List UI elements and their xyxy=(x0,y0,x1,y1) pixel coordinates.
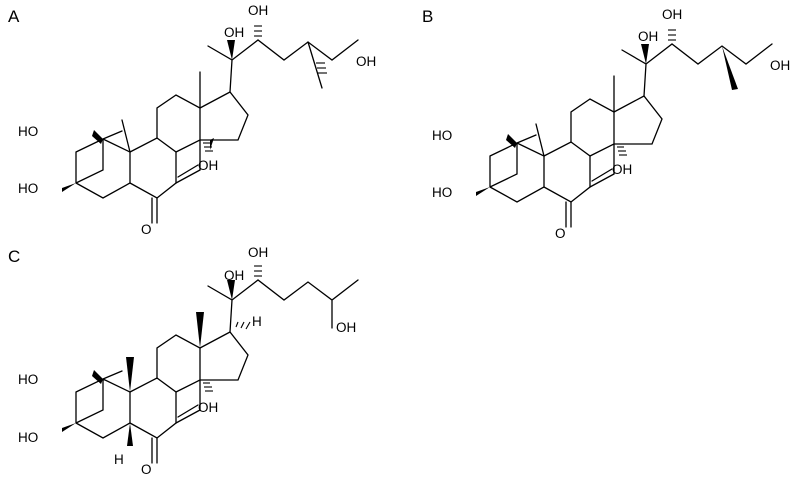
hash-bond-17 xyxy=(235,321,251,330)
atom-label-o: O xyxy=(555,226,566,241)
atom-label-oh: OH xyxy=(356,54,376,69)
wedge-bond-methyl-10 xyxy=(126,357,134,392)
hash-bond-25 xyxy=(316,62,327,74)
wedge-bond-25 xyxy=(722,46,738,90)
hash-bond-22 xyxy=(668,29,676,41)
atom-label-oh: OH xyxy=(662,7,682,22)
atom-label-oh: OH xyxy=(198,158,218,173)
atom-label-ho: HO xyxy=(432,185,452,200)
atom-label-ho: HO xyxy=(18,124,38,139)
hash-bond-22 xyxy=(254,25,262,37)
hash-bond-14 xyxy=(203,142,213,152)
molecule-a-bonds xyxy=(75,39,359,224)
atom-label-h: H xyxy=(114,452,124,467)
panel-label: C xyxy=(8,247,20,266)
atom-label-oh: OH xyxy=(612,162,632,177)
atom-label-ho: HO xyxy=(18,372,38,387)
panel-c: C HO HO O xyxy=(8,245,359,477)
atom-label-ho: HO xyxy=(18,430,38,445)
molecule-c-bonds xyxy=(75,279,359,464)
atom-label-oh: OH xyxy=(248,3,268,18)
molecule-b-bonds xyxy=(489,43,773,228)
atom-label-h: H xyxy=(252,314,262,329)
hash-bond-14 xyxy=(617,146,627,156)
hash-bond-14 xyxy=(203,382,213,392)
atom-label-o: O xyxy=(141,462,152,477)
atom-label-oh: OH xyxy=(770,58,790,73)
hash-bond-22 xyxy=(254,265,262,277)
atom-label-ho: HO xyxy=(18,181,38,196)
atom-label-oh: OH xyxy=(224,25,244,40)
atom-label-oh: OH xyxy=(336,320,356,335)
panel-b: B HO HO O OH OH OH xyxy=(422,7,790,241)
panel-label: A xyxy=(8,7,20,26)
atom-label-oh: OH xyxy=(198,400,218,415)
wedge-bond-h-5 xyxy=(127,423,133,446)
atom-label-o: O xyxy=(141,222,152,237)
panel-label: B xyxy=(422,7,433,26)
atom-labels-b: HO HO O OH OH OH OH xyxy=(432,7,790,241)
panel-a: A xyxy=(8,3,376,237)
atom-label-oh: OH xyxy=(224,268,244,283)
wedge-bond-methyl-13 xyxy=(196,312,204,348)
atom-label-ho: HO xyxy=(432,128,452,143)
atom-labels-a: HO HO O OH OH OH OH xyxy=(18,3,376,237)
atom-labels-c: HO HO O OH OH OH OH H H xyxy=(18,245,356,477)
atom-label-oh: OH xyxy=(638,29,658,44)
atom-label-oh: OH xyxy=(248,245,268,260)
